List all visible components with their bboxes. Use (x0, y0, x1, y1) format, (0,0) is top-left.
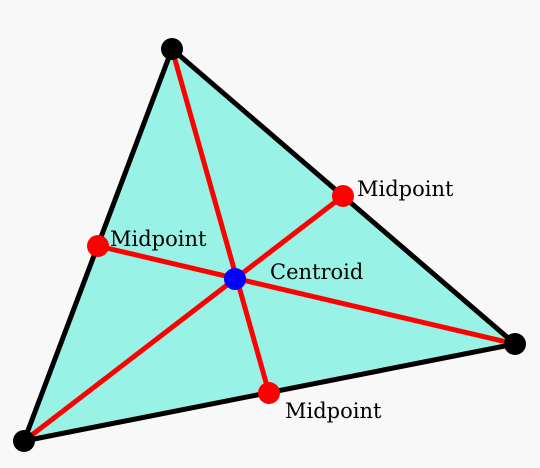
centroid-label: Centroid (270, 260, 363, 284)
midpoint-bottom-marker (258, 382, 280, 404)
midpoint-bottom-label: Midpoint (285, 399, 382, 423)
midpoint-right-marker (332, 185, 354, 207)
midpoint-left-label: Midpoint (110, 227, 207, 251)
midpoint-right-label: Midpoint (357, 177, 454, 201)
median-line-top (169, 48, 272, 394)
centroid-marker (224, 268, 246, 290)
midpoint-left-marker (87, 235, 109, 257)
vertex-right (504, 333, 526, 355)
median-line-bottom-left (22, 194, 345, 443)
vertex-bottom-left (13, 430, 35, 452)
vertex-top (161, 38, 183, 60)
median-line-right (97, 243, 516, 347)
